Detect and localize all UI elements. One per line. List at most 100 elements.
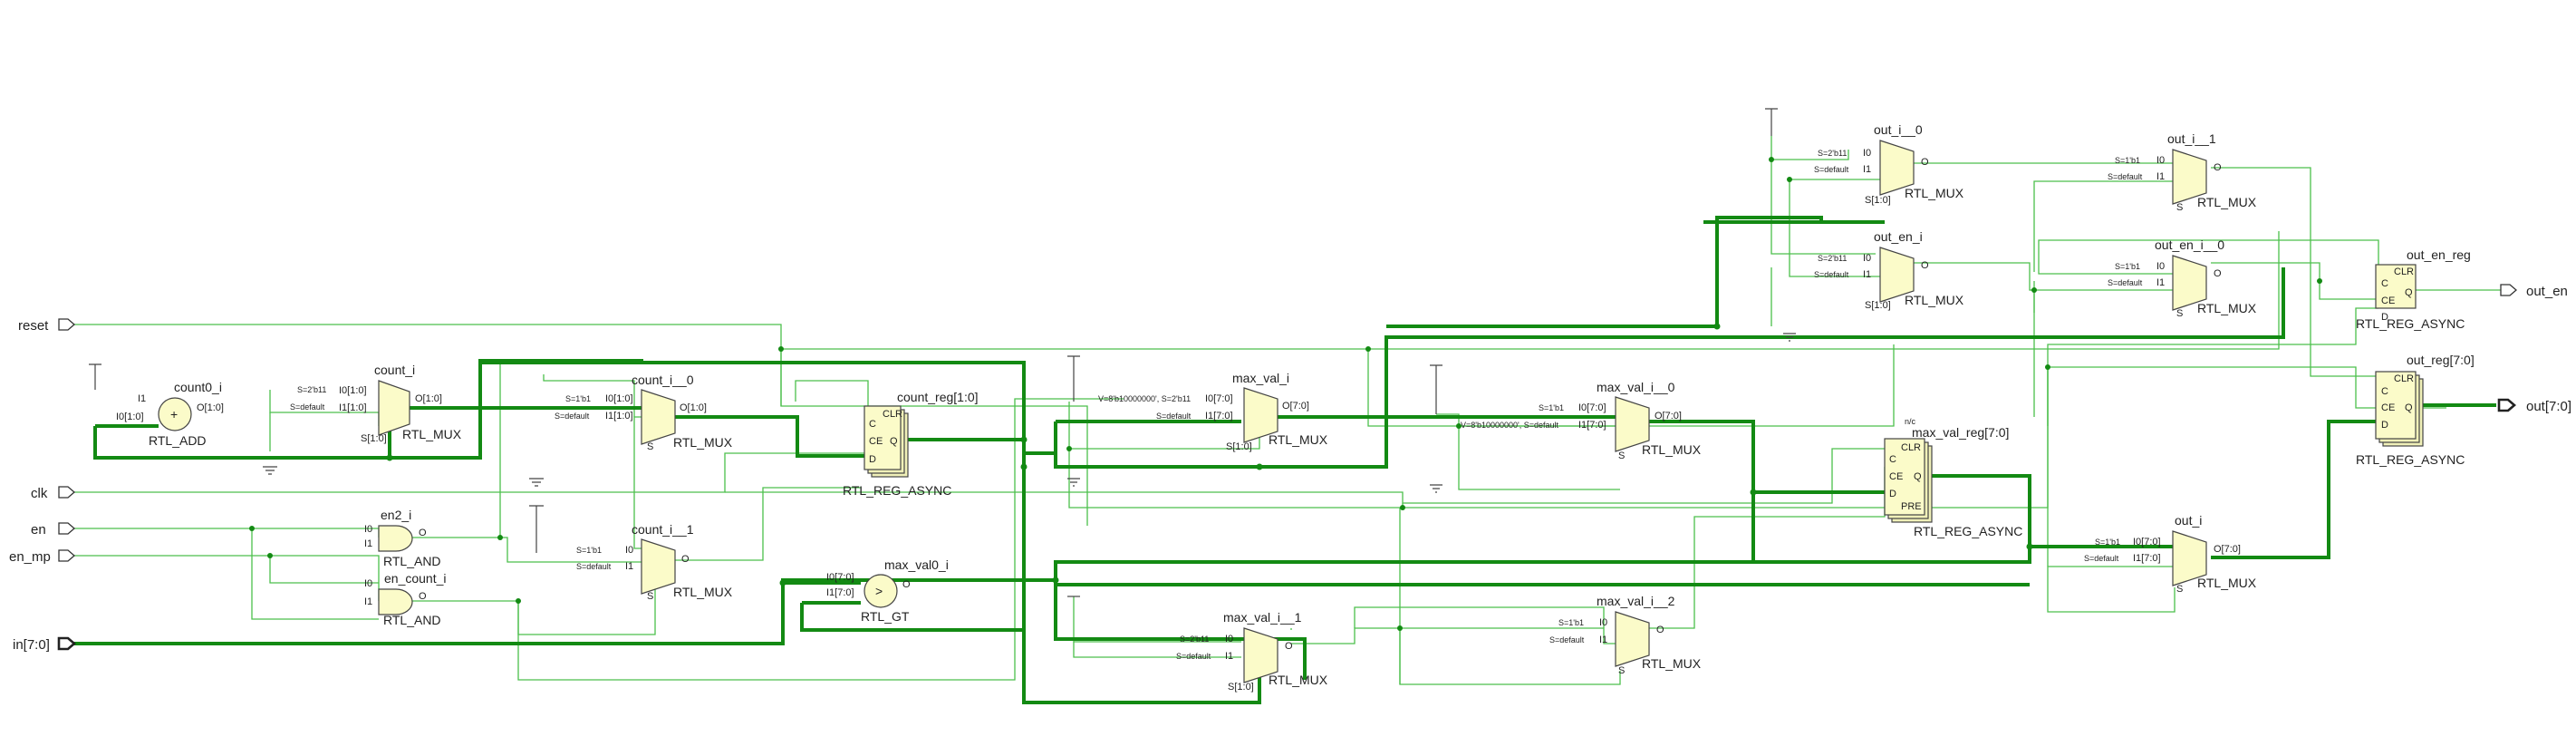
pin-label: Q <box>1914 471 1922 482</box>
cell-out-i-0[interactable]: out_i__0 S=2'b11 S=default I0 I1 S[1:0] … <box>1814 122 1964 206</box>
pin-label: Q <box>2405 287 2413 298</box>
sel-label: S=2'b11 <box>1818 254 1847 263</box>
pin-label: I1[1:0] <box>339 402 367 413</box>
cell-max-val-i-1[interactable]: max_val_i__1 S=2'b11 S=default I0 I1 S[1… <box>1176 610 1328 693</box>
port-reset[interactable]: reset <box>18 318 75 334</box>
cell-type: RTL_MUX <box>673 585 733 599</box>
buses <box>71 216 2496 704</box>
cell-max-val-reg[interactable]: n/c max_val_reg[7:0] CLR C CE D Q PRE RT… <box>1884 417 2022 538</box>
pin-label: D <box>2381 420 2388 431</box>
cell-type: RTL_REG_ASYNC <box>1914 524 2022 538</box>
pin-label: I0 <box>364 524 372 535</box>
cell-type: RTL_MUX <box>1269 673 1328 687</box>
cell-name: max_val_reg[7:0] <box>1912 425 2009 440</box>
cell-count-i-1[interactable]: count_i__1 S=1'b1 S=default I0 I1 S O RT… <box>576 522 733 602</box>
cell-type: RTL_MUX <box>2197 195 2257 209</box>
pin-label: I1 <box>1225 651 1233 662</box>
cell-name: max_val_i__2 <box>1597 594 1675 608</box>
sel-label: S=1'b1 <box>565 394 591 403</box>
sel-label: S=default <box>1814 165 1849 174</box>
cell-type: RTL_MUX <box>1642 442 1702 457</box>
pin-label: I0 <box>1599 617 1607 628</box>
cell-count-reg[interactable]: count_reg[1:0] CLR C CE D Q RTL_REG_ASYN… <box>843 390 979 498</box>
pin-label: I0[7:0] <box>2133 537 2161 547</box>
pin-label: CLR <box>883 409 902 420</box>
port-clk[interactable]: clk <box>31 486 75 501</box>
port-out[interactable]: out[7:0] <box>2497 398 2571 414</box>
cell-name: out_i <box>2175 513 2202 528</box>
pin-label: O <box>1921 157 1929 168</box>
cell-name: en_count_i <box>384 571 447 586</box>
cell-name: out_reg[7:0] <box>2407 353 2475 367</box>
cell-en-count-i[interactable]: en_count_i I0 I1 O RTL_AND <box>364 571 447 627</box>
cell-out-i-1[interactable]: out_i__1 S=1'b1 S=default I0 I1 S O RTL_… <box>2108 131 2257 213</box>
pin-label: I0 <box>1863 148 1871 159</box>
pin-label: D <box>869 454 876 465</box>
sel-label: S=default <box>576 562 612 571</box>
cell-out-en-i[interactable]: out_en_i S=2'b11 S=default I0 I1 S[1:0] … <box>1814 229 1964 311</box>
cell-type: RTL_MUX <box>1905 186 1964 200</box>
cell-name: out_en_i__0 <box>2155 237 2224 252</box>
cell-out-en-i-0[interactable]: out_en_i__0 S=1'b1 S=default I0 I1 S O R… <box>2108 237 2257 319</box>
gt-symbol: > <box>875 584 883 598</box>
port-label: in[7:0] <box>13 637 50 653</box>
pin-label: I0[1:0] <box>605 393 633 404</box>
sel-label: S=default <box>2108 278 2143 287</box>
pin-label: O <box>1285 641 1293 652</box>
pin-label: I0 <box>364 578 372 589</box>
pin-label: S <box>2176 202 2183 213</box>
cell-en2-i[interactable]: en2_i I0 I1 O RTL_AND <box>364 508 441 568</box>
cell-out-en-reg[interactable]: out_en_reg CLR C CE Q D RTL_REG_ASYNC <box>2356 247 2471 331</box>
pin-label: I1 <box>2156 277 2165 288</box>
pin-label: S <box>2176 308 2183 319</box>
port-en[interactable]: en <box>31 522 75 538</box>
cell-type: RTL_ADD <box>149 433 207 448</box>
pin-label: CLR <box>2394 373 2414 384</box>
pin-label: I1 <box>625 561 633 572</box>
port-en-mp[interactable]: en_mp <box>9 549 75 565</box>
pin-label: I1[1:0] <box>605 411 633 421</box>
cell-type: RTL_GT <box>861 609 910 624</box>
cell-count-i[interactable]: count_i S=2'b11 S=default I0[1:0] I1[1:0… <box>290 363 462 444</box>
port-out-en[interactable]: out_en <box>2500 284 2568 299</box>
cell-name: count_i__1 <box>632 522 694 537</box>
sel-label: S=default <box>2108 172 2143 181</box>
cell-max-val0-i[interactable]: max_val0_i > I0[7:0] I1[7:0] O RTL_GT <box>826 557 949 624</box>
cell-max-val-i-0[interactable]: max_val_i__0 S=1'b1 V=8'b10000000', S=de… <box>1461 380 1702 461</box>
pin-label: O <box>419 528 427 538</box>
pin-label: I1[7:0] <box>2133 553 2161 564</box>
adder-symbol: + <box>170 407 178 421</box>
cell-max-val-i-2[interactable]: max_val_i__2 S=1'b1 S=default I0 I1 S O … <box>1549 594 1702 676</box>
cell-name: out_en_i <box>1874 229 1923 244</box>
pin-label: S <box>647 591 653 602</box>
cell-count-i-0[interactable]: count_i__0 S=1'b1 S=default I0[1:0] I1[1… <box>555 373 733 452</box>
sel-label: S=default <box>2084 554 2119 563</box>
cell-name: count_reg[1:0] <box>897 390 979 404</box>
pin-label: I1 <box>1863 269 1871 280</box>
pin-label: I1 <box>364 596 372 607</box>
port-label: en_mp <box>9 549 51 565</box>
cell-name: count0_i <box>174 380 222 394</box>
pin-label: I0 <box>2156 261 2165 272</box>
sel-label: S=default <box>555 412 590 421</box>
cell-max-val-i[interactable]: max_val_i V=8'b10000000', S=2'b11 S=defa… <box>1098 371 1328 452</box>
pin-label: Q <box>890 436 898 447</box>
sel-label: S=1'b1 <box>1539 403 1564 412</box>
port-in[interactable]: in[7:0] <box>13 636 76 653</box>
sel-label: S=default <box>1814 270 1849 279</box>
cell-name: out_i__0 <box>1874 122 1923 137</box>
pin-label: S[1:0] <box>1865 300 1891 311</box>
port-label: en <box>31 522 46 538</box>
sel-label: S=1'b1 <box>2095 538 2120 547</box>
sel-label: S=default <box>1176 652 1211 661</box>
pin-label: C <box>2381 278 2388 289</box>
pin-label: CE <box>2381 295 2395 306</box>
cell-name: out_en_reg <box>2407 247 2471 262</box>
cell-out-i[interactable]: out_i S=1'b1 S=default I0[7:0] I1[7:0] S… <box>2084 513 2257 595</box>
pin-label: I1 <box>1599 635 1607 645</box>
cell-count0-i[interactable]: count0_i + I1 I0[1:0] O[1:0] RTL_ADD <box>116 380 224 448</box>
cell-out-reg[interactable]: out_reg[7:0] CLR C CE D Q RTL_REG_ASYNC <box>2356 353 2475 467</box>
pin-label: I0[1:0] <box>116 412 144 422</box>
sel-label: S=default <box>290 402 325 412</box>
